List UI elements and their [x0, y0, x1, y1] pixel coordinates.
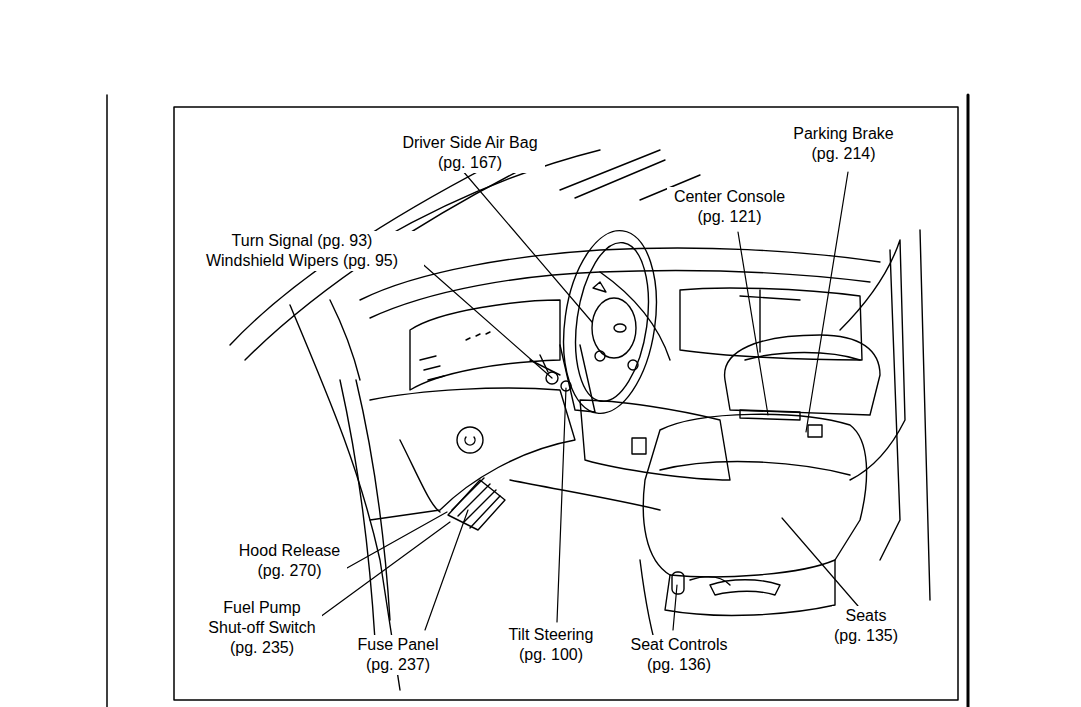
leader-line	[557, 388, 566, 622]
leader-line	[418, 260, 552, 378]
callout-label: Hood Release (pg. 270)	[232, 541, 347, 581]
callout-label: Tilt Steering (pg. 100)	[501, 625, 601, 665]
callout-label: Driver Side Air Bag (pg. 167)	[395, 133, 545, 173]
leader-line	[347, 512, 447, 568]
callout-label: Seats (pg. 135)	[832, 606, 900, 646]
leader-line	[425, 510, 468, 630]
callout-label: Fuel Pump Shut-off Switch (pg. 235)	[202, 598, 322, 658]
callout-label: Parking Brake (pg. 214)	[786, 124, 901, 164]
leader-line	[782, 518, 858, 606]
callout-label: Turn Signal (pg. 93)	[180, 231, 424, 251]
callout-label: Seat Controls (pg. 136)	[624, 635, 734, 675]
leader-line	[462, 170, 592, 322]
callout-label: Center Console (pg. 121)	[667, 187, 792, 227]
leader-line	[673, 585, 677, 630]
callout-label: Fuse Panel (pg. 237)	[350, 635, 446, 675]
leader-line	[806, 172, 848, 432]
leader-line	[738, 232, 768, 415]
callout-label: Windshield Wipers (pg. 95)	[180, 251, 424, 271]
